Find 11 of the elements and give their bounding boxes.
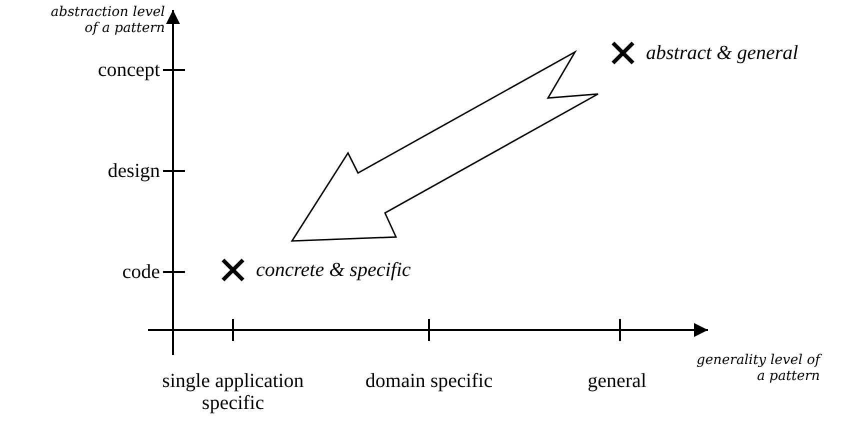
axis-title: abstraction level of a pattern [50, 4, 165, 36]
tick-label: domain specific [364, 370, 494, 392]
point-label: concrete & specific [256, 258, 411, 282]
tick-label: single application specific [161, 370, 305, 414]
block-arrow [290, 50, 599, 242]
tick-label: code [121, 261, 160, 283]
tick-label: design [106, 160, 160, 182]
axis-title: generality level of a pattern [696, 352, 820, 384]
tick-label: general [586, 370, 648, 392]
tick-label: concept [96, 59, 160, 81]
point-label: abstract & general [646, 42, 798, 64]
